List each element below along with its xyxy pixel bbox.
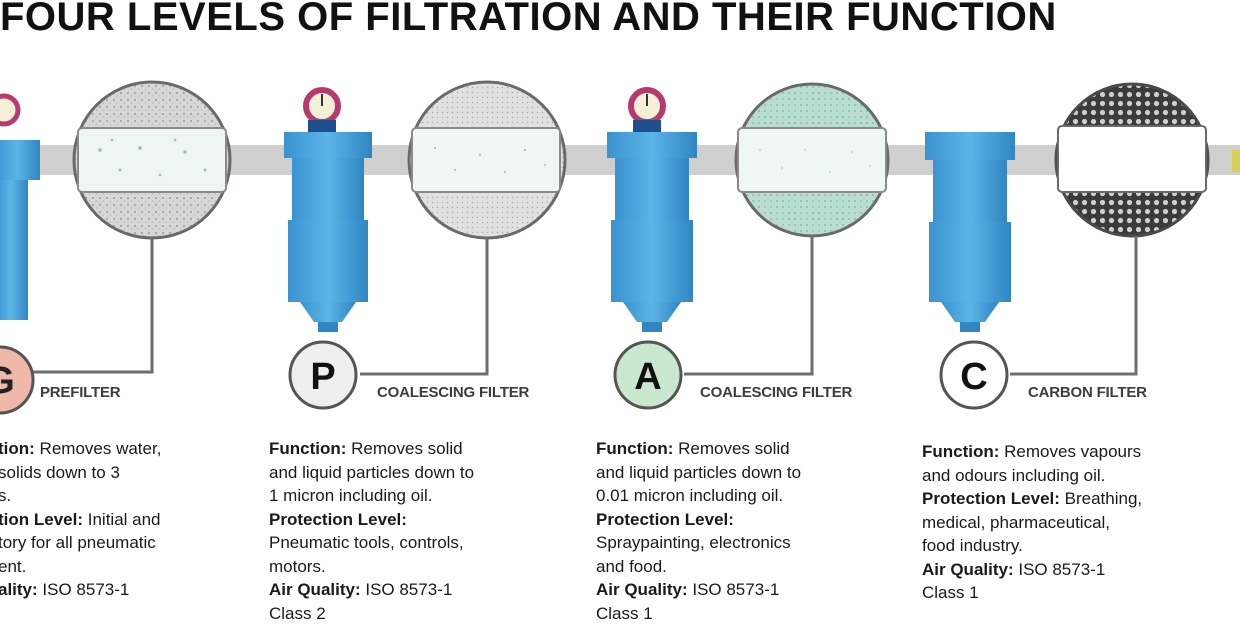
- filter-housing-a: [607, 87, 697, 332]
- magnifier-g: [72, 80, 232, 240]
- letter-badge-c: [939, 340, 1009, 410]
- filter-description-c: Function: Removes vapours and odours inc…: [922, 442, 1143, 602]
- letter-badge-a: [613, 340, 683, 410]
- letter-p: P: [310, 356, 335, 398]
- letter-badge-p: [288, 340, 358, 410]
- letter-badge-g: [0, 345, 35, 415]
- page-title: FOUR LEVELS OF FILTRATION AND THEIR FUNC…: [0, 0, 1057, 39]
- filter-housing-g: [0, 93, 40, 320]
- filter-label-g: PREFILTER: [40, 384, 121, 401]
- letter-c: C: [960, 356, 987, 398]
- magnifier-c: [1054, 82, 1210, 238]
- filter-description-g: tion: Removes water, solids down to 3 s.…: [0, 439, 162, 599]
- filter-label-p: COALESCING FILTER: [377, 384, 530, 401]
- filter-housing-p: [284, 87, 372, 332]
- letter-a: A: [634, 356, 661, 398]
- filter-label-c: CARBON FILTER: [1028, 384, 1147, 401]
- letter-g: G: [0, 360, 15, 402]
- filter-description-a: Function: Removes solid and liquid parti…: [596, 439, 802, 623]
- magnifier-a: [734, 82, 890, 238]
- filter-label-a: COALESCING FILTER: [700, 384, 853, 401]
- filter-housing-c: [925, 132, 1015, 332]
- magnifier-p: [407, 80, 567, 240]
- filter-description-p: Function: Removes solid and liquid parti…: [269, 439, 475, 623]
